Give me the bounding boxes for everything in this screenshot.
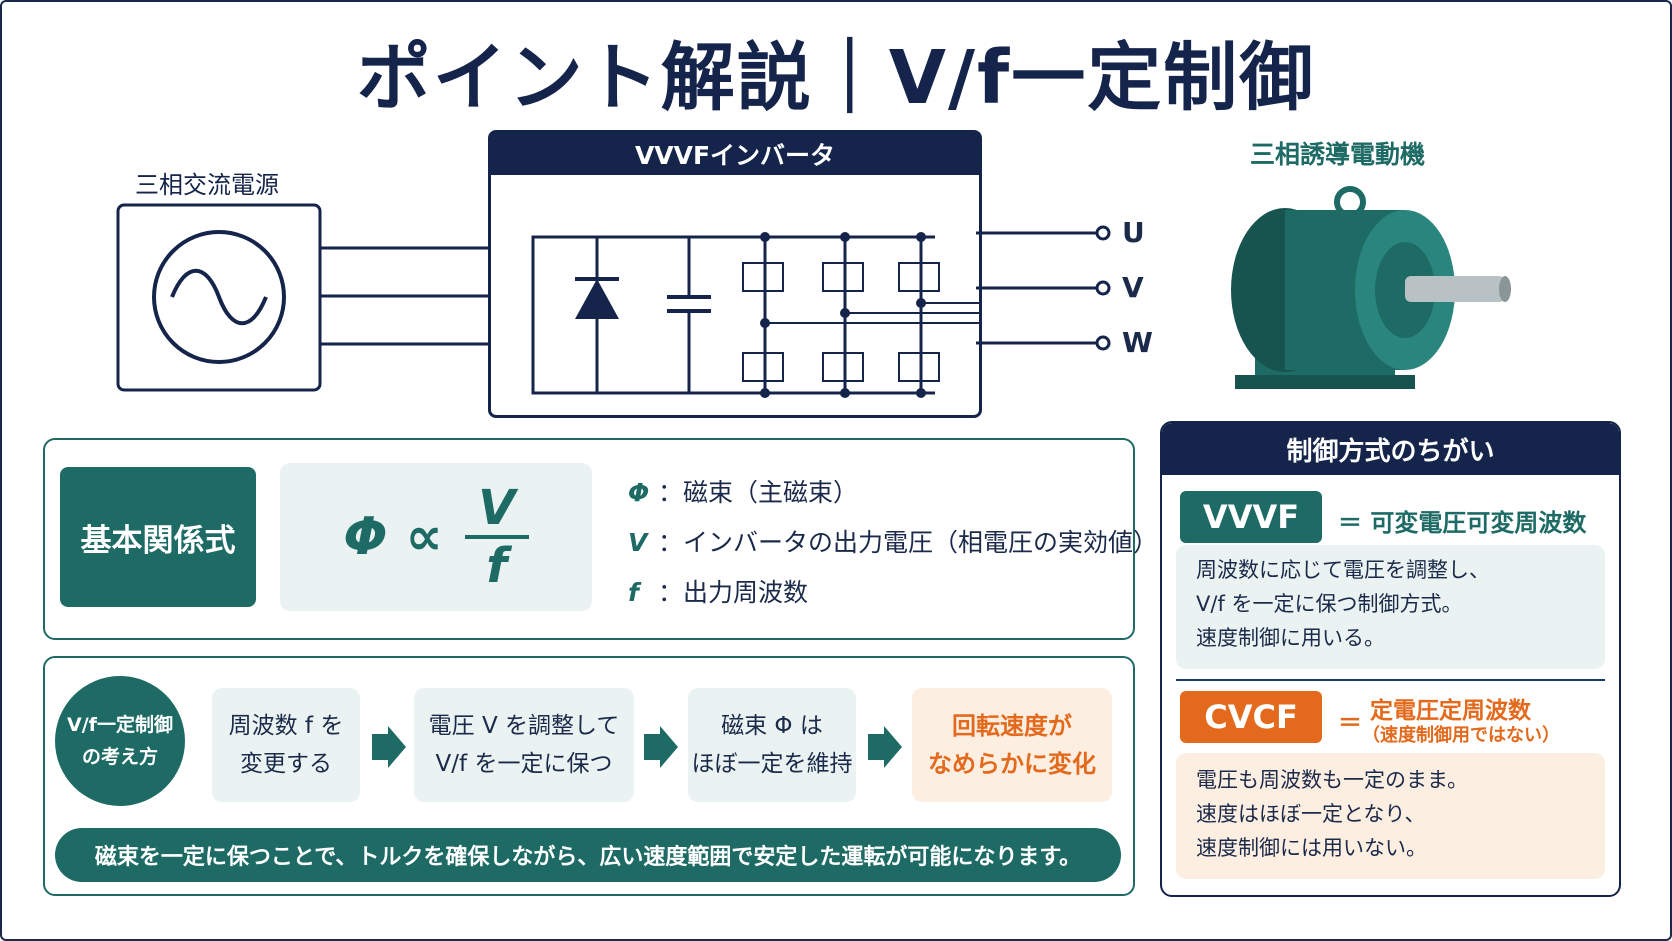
sine-wave-icon: [170, 268, 268, 326]
cvcf-note: （速度制御用ではない）: [1362, 725, 1560, 746]
inverter-circuit: [531, 232, 979, 398]
cvcf-description: 電圧も周波数も一定のまま。 速度はほぼ一定となり、 速度制御には用いない。: [1176, 753, 1605, 879]
cvcf-line-2: 速度はほぼ一定となり、: [1196, 802, 1426, 826]
concept-circle: V/f一定制御 の考え方: [55, 676, 185, 806]
phase-v-label: V: [1122, 271, 1144, 304]
inverter-header: VVVFインバータ: [491, 133, 979, 175]
concept-line-1: V/f一定制御: [67, 714, 173, 736]
phase-u-label: U: [1122, 216, 1145, 249]
cvcf-eq-sign: ＝: [1338, 709, 1362, 737]
formula-numerator: V: [478, 480, 516, 536]
phase-w-label: W: [1122, 326, 1153, 359]
terminal-w: [1095, 335, 1111, 351]
concept-line-2: の考え方: [81, 746, 158, 768]
vvvf-line-3: 速度制御に用いる。: [1196, 626, 1385, 650]
terminal-u: [1095, 225, 1111, 241]
diode-icon: [575, 279, 619, 319]
motor-label: 三相誘導電動機: [1250, 140, 1426, 169]
formula-badge: 基本関係式: [60, 467, 256, 607]
flow-step-3: 磁束 Φ はほぼ一定を維持: [688, 688, 856, 802]
terminal-v: [1095, 280, 1111, 296]
inverter-box: VVVFインバータ: [488, 130, 982, 418]
divider: [1176, 679, 1605, 681]
arrow-right-icon: [644, 726, 678, 768]
cvcf-definition: 定電圧定周波数: [1370, 698, 1531, 724]
igbt-leg-1: [742, 232, 784, 398]
def-v: V：インバータの出力電圧（相電圧の実効値）: [628, 528, 1159, 557]
summary-bar: 磁束を一定に保つことで、トルクを確保しながら、広い速度範囲で安定した運転が可能に…: [55, 828, 1121, 882]
igbt-leg-3: [898, 232, 940, 398]
arrow-right-icon: [868, 726, 902, 768]
igbt-leg-2: [822, 232, 864, 398]
arrow-right-icon: [372, 726, 406, 768]
compare-header: 制御方式のちがい: [1162, 423, 1619, 475]
source-label: 三相交流電源: [135, 171, 279, 199]
flow-step-1: 周波数 f を変更する: [212, 688, 360, 802]
flow-step-4: 回転速度がなめらかに変化: [912, 688, 1112, 802]
vvvf-line-1: 周波数に応じて電圧を調整し、: [1196, 558, 1490, 582]
cvcf-line-3: 速度制御には用いない。: [1196, 836, 1427, 860]
formula-denominator: f: [486, 538, 508, 594]
vvvf-definition: ＝ 可変電圧可変周波数: [1338, 509, 1587, 537]
formula-box: Φ ∝ V f: [280, 463, 592, 611]
formula-lhs: Φ ∝: [343, 507, 443, 567]
formula-fraction: V f: [464, 480, 529, 594]
page-title: ポイント解説｜V/f一定制御: [356, 35, 1316, 121]
def-f: f：出力周波数: [628, 578, 809, 607]
vvvf-line-2: V/f を一定に保つ制御方式。: [1196, 592, 1463, 616]
motor-icon: [1231, 186, 1511, 389]
def-phi: Φ：磁束（主磁束）: [628, 478, 859, 507]
fraction-bar: [464, 535, 529, 539]
compare-panel: 制御方式のちがい VVVF ＝ 可変電圧可変周波数 周波数に応じて電圧を調整し、…: [1160, 421, 1621, 897]
vvvf-description: 周波数に応じて電圧を調整し、 V/f を一定に保つ制御方式。 速度制御に用いる。: [1176, 545, 1605, 669]
cvcf-badge: CVCF: [1180, 691, 1322, 743]
cvcf-line-1: 電圧も周波数も一定のまま。: [1196, 768, 1469, 792]
diagram-wiring: [116, 203, 1111, 392]
vvvf-badge: VVVF: [1180, 491, 1322, 543]
